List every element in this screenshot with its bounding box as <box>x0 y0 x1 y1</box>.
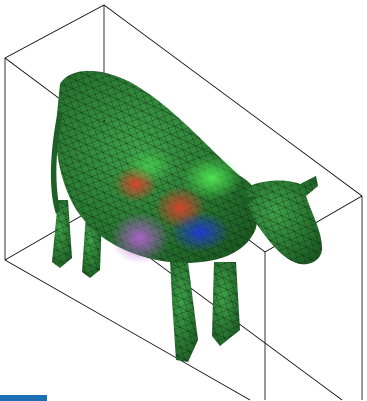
cow-mesh-icon[interactable] <box>50 70 322 362</box>
status-strip <box>0 395 47 401</box>
